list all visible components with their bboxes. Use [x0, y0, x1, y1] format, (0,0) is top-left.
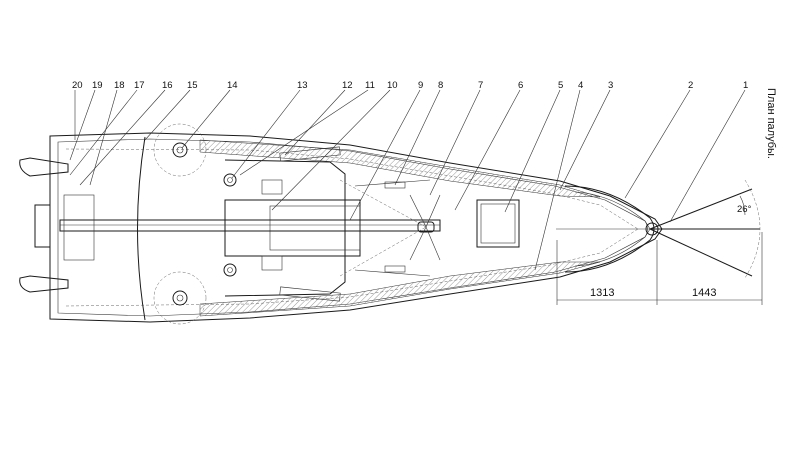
callout-6: 6: [518, 80, 523, 91]
callout-numbers: 20 19 18 17 16 15 14 13 12 11 10 9 8 7 6…: [72, 80, 748, 91]
callout-15: 15: [187, 80, 198, 91]
deck-hardware: [261, 146, 431, 302]
dimension-1443: 1443: [692, 287, 716, 299]
callout-19: 19: [92, 80, 103, 91]
forward-hatch: [476, 199, 520, 248]
callout-3: 3: [608, 80, 613, 91]
winches: [153, 123, 237, 325]
callout-20: 20: [72, 80, 83, 91]
callout-11: 11: [365, 80, 375, 91]
callout-18: 18: [114, 80, 125, 91]
stern-gear: [19, 136, 146, 321]
callout-2: 2: [688, 80, 693, 91]
callout-1: 1: [743, 80, 748, 91]
drawing-title: План палубы.: [765, 88, 777, 159]
mast-and-shrouds: [339, 179, 441, 277]
callout-8: 8: [438, 80, 443, 91]
callout-4: 4: [578, 80, 583, 91]
callout-10: 10: [387, 80, 398, 91]
callout-14: 14: [227, 80, 238, 91]
angle-label: 26°: [737, 204, 752, 215]
callout-17: 17: [134, 80, 145, 91]
bowsprit-sweep: 26°: [649, 179, 761, 279]
cockpit: [224, 159, 361, 297]
callout-9: 9: [418, 80, 423, 91]
dimension-1313: 1313: [590, 287, 614, 299]
side-deck-hatching: [199, 139, 601, 317]
callout-leaders: [69, 89, 746, 271]
callout-7: 7: [478, 80, 483, 91]
callout-16: 16: [162, 80, 173, 91]
bow-pulpit: [556, 185, 659, 273]
boom: [59, 219, 441, 232]
callout-12: 12: [342, 80, 353, 91]
dimension-lines: 1313 1443: [556, 232, 763, 305]
callout-13: 13: [297, 80, 308, 91]
callout-5: 5: [558, 80, 563, 91]
